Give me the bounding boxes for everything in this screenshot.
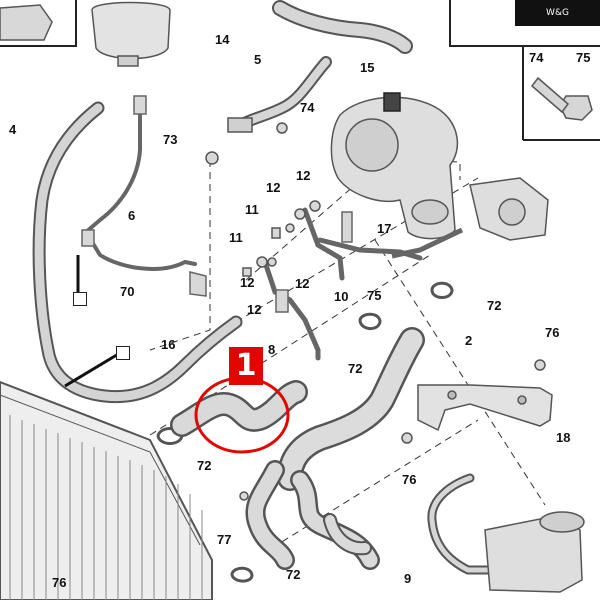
pipe-8-10 bbox=[262, 207, 423, 361]
bracket-18 bbox=[417, 384, 553, 432]
bolt-icon bbox=[530, 76, 593, 121]
callout-72: 72 bbox=[197, 458, 212, 473]
callout-4: 4 bbox=[9, 122, 17, 137]
callout-74: 74 bbox=[300, 100, 315, 115]
hose-2 bbox=[277, 327, 425, 491]
callout-2: 2 bbox=[465, 333, 473, 348]
callout-14: 14 bbox=[215, 32, 230, 47]
brand-badge: W&G bbox=[515, 0, 600, 26]
callout-77: 77 bbox=[217, 532, 232, 547]
small-fittings bbox=[156, 122, 546, 583]
hose-6 bbox=[81, 95, 207, 297]
callout-72: 72 bbox=[487, 298, 502, 313]
lower-hoses bbox=[245, 460, 380, 570]
turbocharger bbox=[330, 92, 459, 240]
callout-10: 10 bbox=[334, 289, 349, 304]
reference-box-70 bbox=[73, 292, 87, 306]
callout-12: 12 bbox=[240, 275, 255, 290]
callout-76: 76 bbox=[545, 325, 560, 340]
callout-8: 8 bbox=[268, 342, 276, 357]
callout-76: 76 bbox=[52, 575, 67, 590]
callout-12: 12 bbox=[247, 302, 262, 317]
hose-16-line bbox=[64, 351, 121, 388]
callout-12: 12 bbox=[266, 180, 281, 195]
hose-9-pump bbox=[427, 473, 585, 593]
hose-4 bbox=[32, 101, 243, 404]
reference-box-16 bbox=[116, 346, 130, 360]
callout-75: 75 bbox=[576, 50, 591, 65]
callout-70: 70 bbox=[120, 284, 135, 299]
callout-5: 5 bbox=[254, 52, 262, 67]
brand-label: W&G bbox=[546, 8, 569, 18]
callout-18: 18 bbox=[556, 430, 571, 445]
callout-9: 9 bbox=[404, 571, 412, 586]
callout-74: 74 bbox=[529, 50, 544, 65]
callout-12: 12 bbox=[295, 276, 310, 291]
callout-17: 17 bbox=[377, 221, 392, 236]
pipe-5-14 bbox=[227, 0, 413, 133]
callout-16: 16 bbox=[161, 337, 176, 352]
callout-11: 11 bbox=[229, 230, 243, 245]
callout-73: 73 bbox=[163, 132, 178, 147]
callout-11: 11 bbox=[245, 202, 259, 217]
highlight-badge: 1 bbox=[229, 347, 263, 385]
callout-6: 6 bbox=[128, 208, 136, 223]
callout-76: 76 bbox=[402, 472, 417, 487]
callout-75: 75 bbox=[367, 288, 382, 303]
callout-15: 15 bbox=[360, 60, 375, 75]
callout-12: 12 bbox=[296, 168, 311, 183]
callout-72: 72 bbox=[348, 361, 363, 376]
radiator bbox=[0, 380, 213, 600]
hose-1 bbox=[170, 380, 308, 437]
expansion-tank bbox=[0, 1, 171, 67]
callout-72: 72 bbox=[286, 567, 301, 582]
